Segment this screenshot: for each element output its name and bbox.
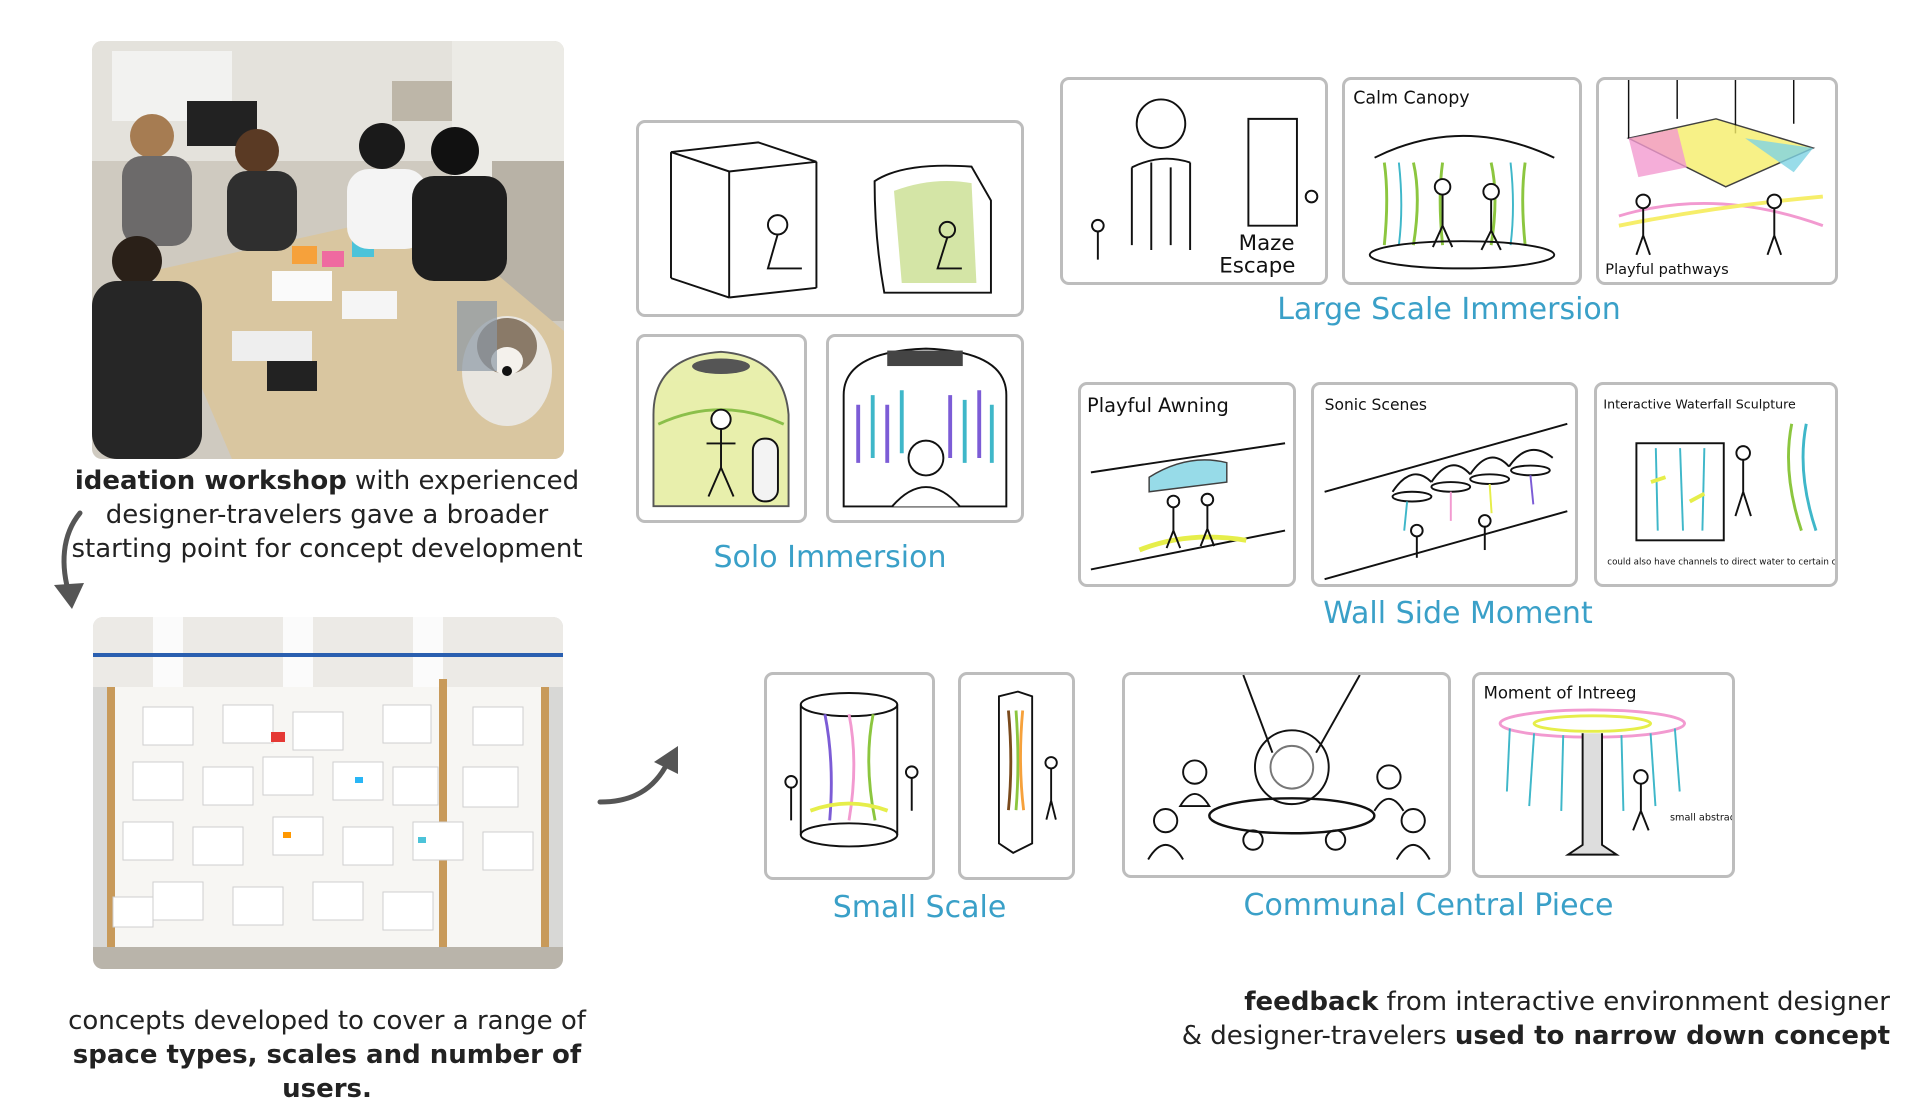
workshop-caption-line2: designer-travelers gave a broader (105, 500, 549, 530)
workshop-photo (92, 41, 564, 459)
workshop-caption-bold: ideation workshop (74, 466, 347, 496)
concepts-caption-line1: concepts developed to cover a range of (68, 1006, 586, 1036)
caption-wall-side-moment: Wall Side Moment (1323, 596, 1593, 631)
sketch-playful-pathways: Playful pathways (1596, 77, 1838, 285)
caption-large-scale-immersion: Large Scale Immersion (1277, 292, 1621, 327)
concepts-caption: concepts developed to cover a range of s… (52, 1004, 602, 1106)
sonic-scenes-label: Sonic Scenes (1325, 396, 1427, 414)
feedback-caption-rest1: from interactive environment designer (1378, 987, 1890, 1017)
calm-canopy-label: Calm Canopy (1353, 88, 1469, 108)
sketch-calm-canopy: Calm Canopy (1342, 77, 1582, 285)
intreeg-note: small abstract concept piece (1670, 813, 1732, 824)
waterfall-label: Interactive Waterfall Sculpture (1603, 396, 1796, 411)
sketch-small-cylinder (764, 672, 935, 880)
feedback-caption-line2: & designer-travelers (1181, 1021, 1455, 1051)
sketch-small-pillar (958, 672, 1075, 880)
caption-communal-central-piece: Communal Central Piece (1243, 888, 1614, 923)
playful-pathways-label: Playful pathways (1605, 261, 1728, 278)
sketch-solo-dome (826, 334, 1024, 523)
workshop-caption-line3: starting point for concept development (71, 534, 583, 564)
workshop-caption-rest: with experienced (346, 466, 580, 496)
sketch-playful-awning: Playful Awning (1078, 382, 1296, 587)
concept-wall-illustration (93, 617, 563, 969)
waterfall-note: could also have channels to direct water… (1607, 558, 1835, 568)
maze-escape-label-line1: Maze (1239, 231, 1295, 256)
feedback-caption-bold1: feedback (1244, 987, 1379, 1017)
playful-awning-label: Playful Awning (1087, 394, 1229, 417)
sketch-communal-table (1122, 672, 1451, 878)
workshop-photo-illustration (92, 41, 564, 459)
feedback-caption-bold2: used to narrow down concept (1454, 1021, 1890, 1051)
caption-small-scale: Small Scale (832, 890, 1007, 925)
sketch-solo-booth (636, 120, 1024, 317)
intreeg-label: Moment of Intreeg (1484, 683, 1637, 702)
sketch-sonic-scenes: Sonic Scenes (1311, 382, 1578, 587)
maze-escape-label-line2: Escape (1219, 253, 1295, 278)
workshop-caption: ideation workshop with experienced desig… (62, 464, 592, 566)
sketch-waterfall-sculpture: Interactive Waterfall Sculpture could al… (1594, 382, 1838, 587)
sketch-moment-of-intreeg: Moment of Intreeg small abstract concept… (1472, 672, 1735, 878)
concepts-caption-bold: space types, scales and number of users. (72, 1040, 582, 1104)
sketch-maze-escape: Maze Escape (1060, 77, 1328, 285)
concept-wall-photo (93, 617, 563, 969)
feedback-caption: feedback from interactive environment de… (1180, 985, 1890, 1053)
sketch-solo-pod (636, 334, 807, 523)
curved-arrow-right-icon (597, 746, 678, 805)
caption-solo-immersion: Solo Immersion (713, 540, 947, 575)
curved-arrow-down-icon (54, 510, 84, 609)
